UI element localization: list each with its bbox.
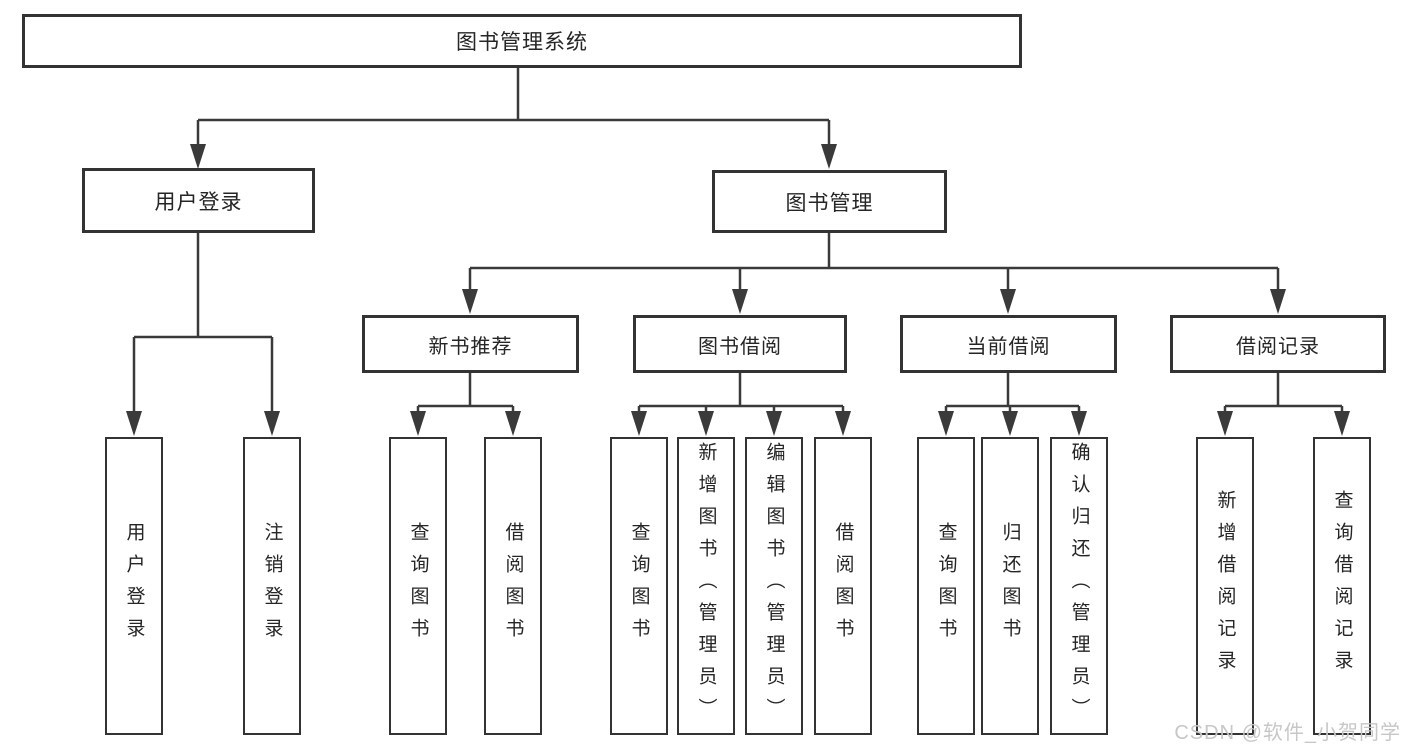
node-label: 编辑图书（管理员） bbox=[763, 442, 785, 730]
node-book-management: 图书管理 bbox=[712, 170, 947, 233]
connector-lines bbox=[132, 68, 1344, 414]
leaf-query-books: 查询图书 bbox=[917, 437, 975, 735]
leaf-query-books: 查询图书 bbox=[610, 437, 668, 735]
node-label: 新书推荐 bbox=[428, 335, 513, 358]
node-new-book-recommend: 新书推荐 bbox=[362, 315, 579, 373]
leaf-add-books-admin: 新增图书（管理员） bbox=[677, 437, 735, 735]
node-user-login: 用户登录 bbox=[82, 168, 315, 233]
leaf-add-borrow-record: 新增借阅记录 bbox=[1196, 437, 1254, 735]
node-label: 新增图书（管理员） bbox=[695, 442, 717, 730]
leaf-query-borrow-record: 查询借阅记录 bbox=[1313, 437, 1371, 735]
leaf-edit-books-admin: 编辑图书（管理员） bbox=[745, 437, 803, 735]
leaf-query-books: 查询图书 bbox=[389, 437, 447, 735]
node-label: 查询图书 bbox=[935, 522, 957, 650]
node-label: 图书管理 bbox=[785, 191, 874, 215]
node-label: 查询借阅记录 bbox=[1331, 490, 1353, 682]
node-borrow-records: 借阅记录 bbox=[1170, 315, 1386, 373]
node-label: 归还图书 bbox=[999, 522, 1021, 650]
node-label: 借阅图书 bbox=[832, 522, 854, 650]
node-label: 用户登录 bbox=[123, 522, 145, 650]
node-label: 当前借阅 bbox=[966, 335, 1051, 358]
node-label: 图书借阅 bbox=[698, 335, 782, 358]
leaf-user-login: 用户登录 bbox=[105, 437, 163, 735]
node-label: 查询图书 bbox=[407, 522, 429, 650]
node-label: 借阅记录 bbox=[1236, 335, 1320, 358]
leaf-logout: 注销登录 bbox=[243, 437, 301, 735]
node-label: 借阅图书 bbox=[502, 522, 524, 650]
leaf-confirm-return-admin: 确认归还（管理员） bbox=[1050, 437, 1108, 735]
node-book-borrow: 图书借阅 bbox=[633, 315, 847, 373]
leaf-borrow-books: 借阅图书 bbox=[484, 437, 542, 735]
leaf-borrow-books: 借阅图书 bbox=[814, 437, 872, 735]
node-current-borrow: 当前借阅 bbox=[900, 315, 1117, 373]
node-label: 用户登录 bbox=[154, 190, 243, 214]
arrowhead-icons bbox=[126, 144, 1350, 436]
node-label: 图书管理系统 bbox=[456, 31, 588, 54]
node-library-management-system: 图书管理系统 bbox=[22, 14, 1022, 68]
leaf-return-books: 归还图书 bbox=[981, 437, 1039, 735]
watermark: CSDN @软件_小贺同学 bbox=[1174, 722, 1401, 744]
node-label: 注销登录 bbox=[261, 522, 283, 650]
node-label: 确认归还（管理员） bbox=[1068, 442, 1090, 730]
node-label: 查询图书 bbox=[628, 522, 650, 650]
node-label: 新增借阅记录 bbox=[1214, 490, 1236, 682]
